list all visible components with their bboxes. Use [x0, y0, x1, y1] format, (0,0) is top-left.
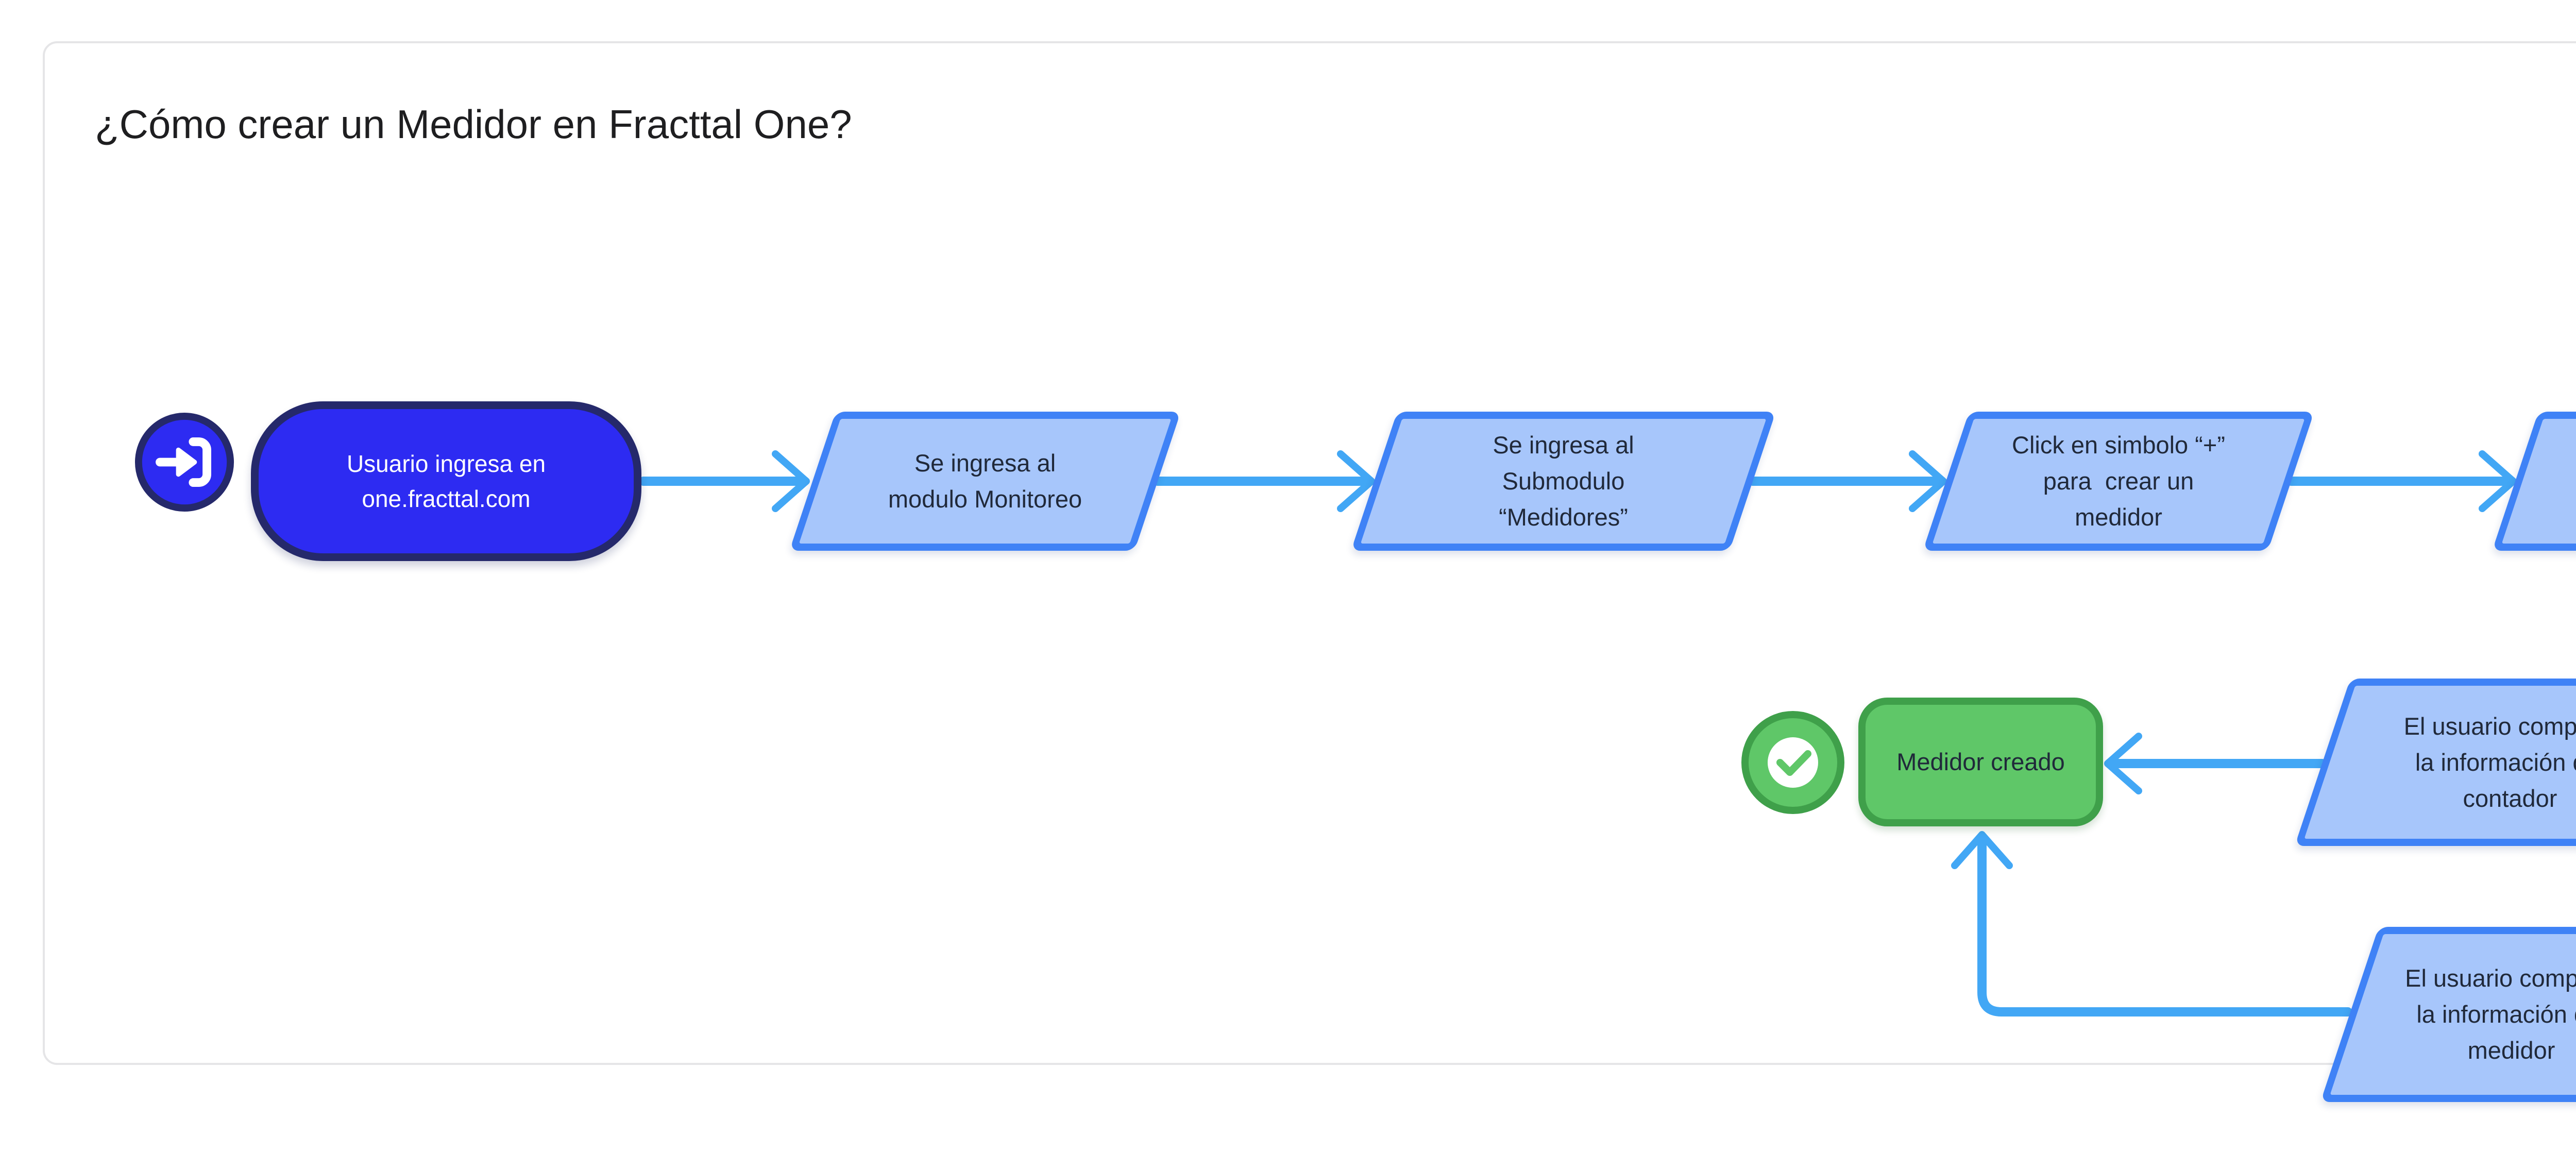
node-login: Usuario ingresa en one.fracttal.com [251, 401, 641, 561]
connector-info-contador-to-creado [2104, 733, 2327, 794]
node-medidor-creado: Medidor creado [1858, 698, 2103, 826]
node-monitoreo: Se ingresa al modulo Monitoreo [789, 412, 1181, 551]
node-medidores: Se ingresa al Submodulo “Medidores” [1351, 412, 1776, 551]
node-info-medidor: El usuario completa la información del m… [2320, 927, 2576, 1102]
node-label: Click en simbolo “+” para crear un medid… [2012, 431, 2225, 531]
connector-click-plus-to-datos [2286, 450, 2517, 512]
node-label: El usuario completa la información del c… [2403, 712, 2576, 812]
start-login-icon [134, 412, 234, 512]
connector-login-to-monitoreo [639, 450, 810, 512]
node-click-plus: Click en simbolo “+” para crear un medid… [1923, 412, 2314, 551]
node-datos-medidor: Se llenan todos los datos del medidor [2492, 412, 2576, 551]
node-label: Medidor creado [1896, 748, 2065, 775]
connector-monitoreo-to-medidores [1153, 450, 1375, 512]
connector-medidores-to-click-plus [1748, 450, 1947, 512]
node-label: Usuario ingresa en one.fracttal.com [346, 450, 546, 512]
node-label: El usuario completa la información del m… [2405, 964, 2576, 1064]
node-label: Se ingresa al modulo Monitoreo [888, 449, 1082, 513]
node-label: Se ingresa al Submodulo “Medidores” [1493, 431, 1634, 531]
page-title: ¿Cómo crear un Medidor en Fracttal One? [95, 101, 852, 147]
flowchart-card: ¿Cómo crear un Medidor en Fracttal One? [43, 41, 2576, 1102]
node-info-contador: El usuario completa la información del c… [2294, 679, 2576, 846]
connector-info-medidor-to-creado [1951, 831, 2352, 1017]
check-icon [1776, 750, 1811, 776]
login-icon [156, 437, 211, 487]
node-label: Se llenan todos los datos del medidor [2492, 427, 2576, 535]
connectors-layer [639, 450, 2517, 1017]
success-check-icon [1741, 711, 1844, 814]
